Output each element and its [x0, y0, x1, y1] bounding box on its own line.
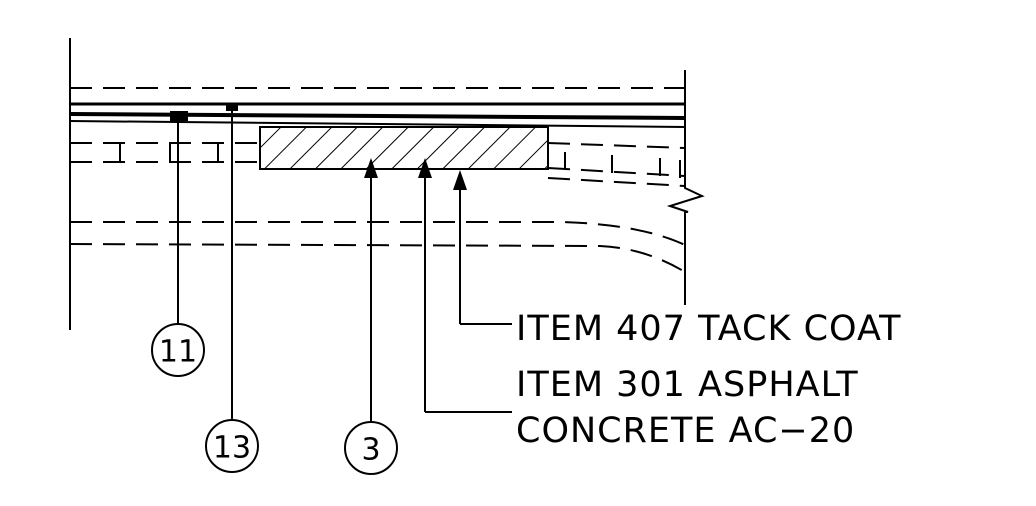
dashed-line-subbase-1 [70, 221, 686, 246]
asphalt-hatch-area [259, 126, 549, 170]
marker-13 [226, 105, 238, 111]
layer-ticks [119, 143, 681, 178]
callout-bubble-13: 13 [205, 419, 259, 473]
dashed-line-upper-layer-right [547, 142, 686, 149]
callout-label-3: 3 [361, 433, 380, 468]
callout-label-13: 13 [213, 431, 251, 466]
dashed-line-subbase-2 [69, 243, 686, 273]
surface-line-3 [69, 120, 686, 128]
callout-label-11: 11 [159, 335, 197, 370]
callout-bubble-11: 11 [151, 323, 205, 377]
note-asphalt-line2: CONCRETE AC−20 [516, 411, 855, 451]
dashed-line-lower-layer-right [547, 167, 686, 177]
callout-bubble-3: 3 [344, 421, 398, 475]
arrow-3 [364, 158, 378, 422]
surface-line-2 [69, 112, 686, 120]
arrow-asphalt [418, 158, 512, 413]
dashed-line-base-right [547, 177, 686, 187]
note-tack-coat: ITEM 407 TACK COAT [516, 309, 902, 349]
arrow-tack-coat [453, 170, 512, 325]
right-break-symbol [666, 175, 705, 213]
note-asphalt-line1: ITEM 301 ASPHALT [516, 365, 859, 405]
marker-11 [170, 111, 188, 121]
